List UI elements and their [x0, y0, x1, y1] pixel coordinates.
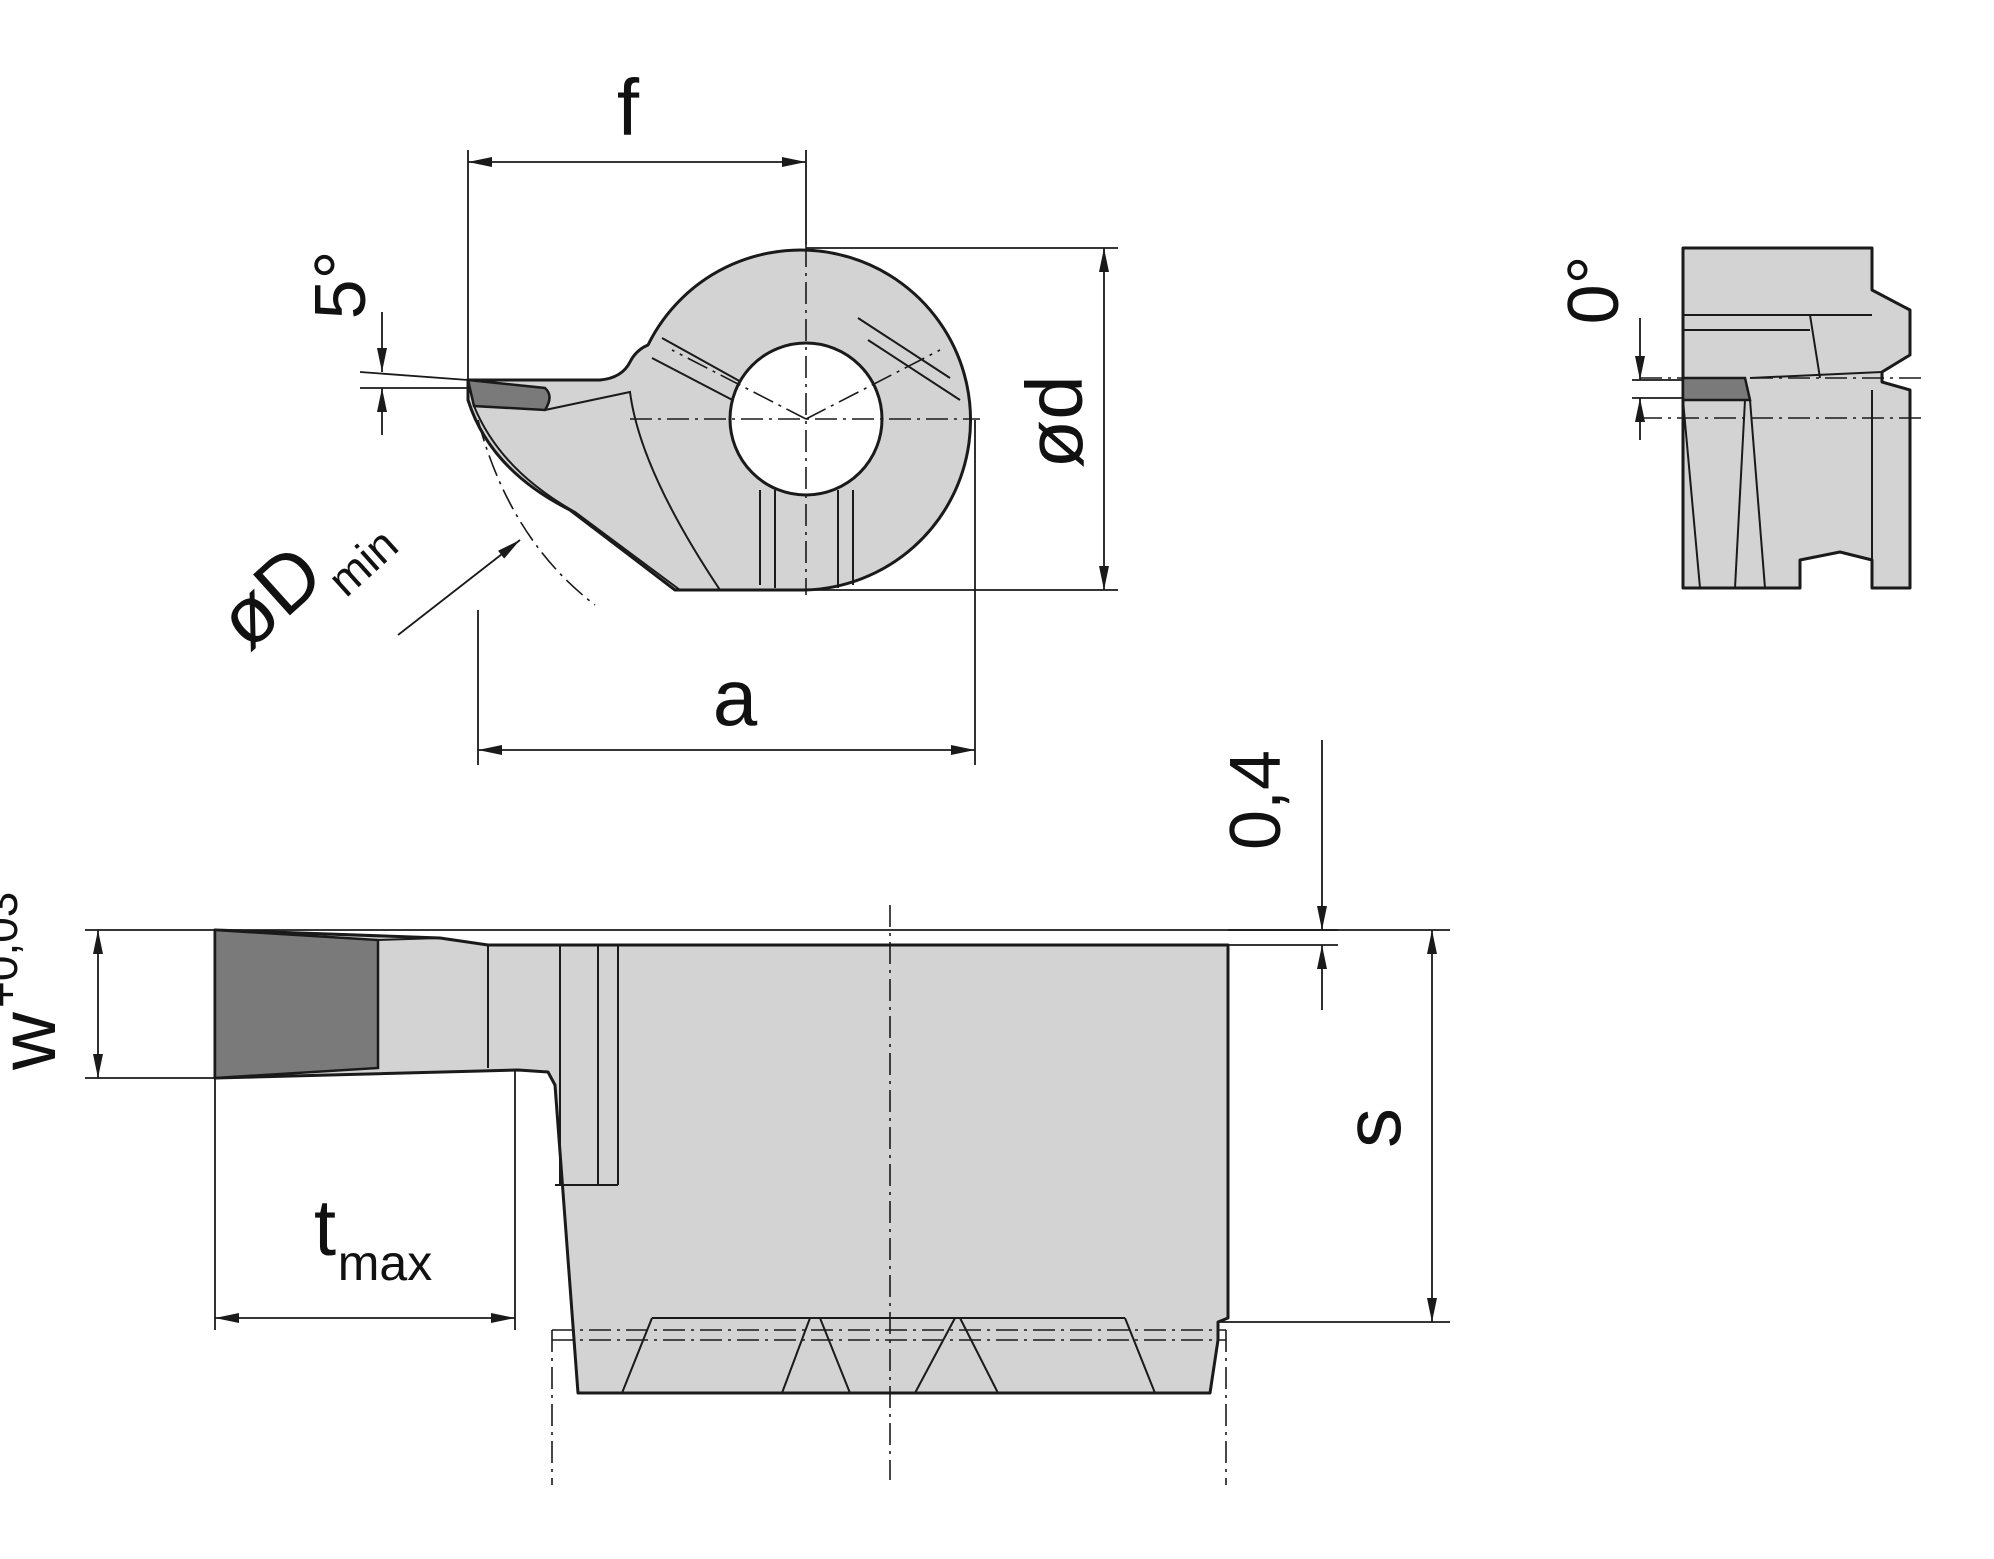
angle-0-label: 0°: [1554, 256, 1634, 325]
dim-offset-label: 0,4: [1216, 750, 1296, 850]
top-view: f a ød 5° øD min: [200, 63, 1118, 765]
insert-side-body: [213, 928, 1230, 1395]
side-tip: [213, 928, 380, 1080]
dim-w-label: w: [0, 1012, 72, 1071]
dim-f-label: f: [617, 63, 640, 152]
dim-d-label: ød: [1010, 375, 1099, 468]
flank-edge-2: [544, 390, 721, 591]
clamp-grooves: [651, 317, 961, 588]
flank-edge: [473, 405, 681, 591]
side-view: w +0,03 t max s 0,4: [0, 740, 1450, 1485]
angle-5-label: 5°: [301, 251, 381, 320]
dim-s-label: s: [1328, 1108, 1417, 1148]
insert-top-body: [466, 248, 972, 592]
end-tip: [1681, 376, 1752, 402]
dim-a-label: a: [713, 653, 758, 742]
dim-t-subscript: max: [338, 1235, 432, 1291]
dim-w-tolerance: +0,03: [0, 892, 27, 1008]
dmin-arc: [477, 419, 596, 606]
dmin-label: øD: [200, 528, 339, 665]
dim-t-label: t: [314, 1183, 336, 1272]
end-view: 0°: [1554, 246, 1925, 590]
